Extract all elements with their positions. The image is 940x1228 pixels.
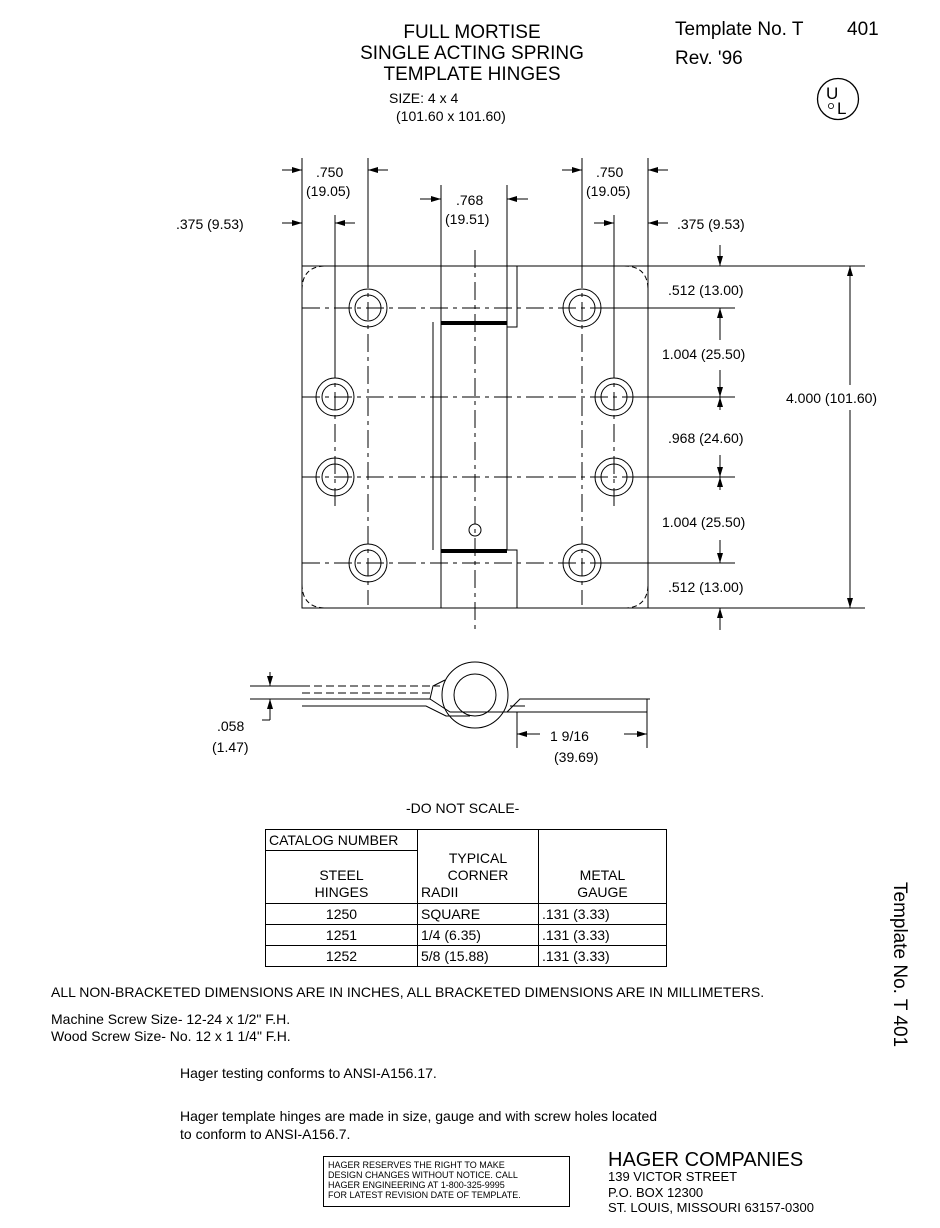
dim-vertical-5: .512 (13.00) xyxy=(668,579,744,595)
dim-left-375: .375 (9.53) xyxy=(176,216,244,232)
company-street: 139 VICTOR STREET xyxy=(608,1169,738,1184)
gauge-cell: .131 (3.33) xyxy=(538,924,667,946)
dim-vertical-1: .512 (13.00) xyxy=(668,282,744,298)
dim-vertical-4: 1.004 (25.50) xyxy=(662,514,746,530)
revision-notice-box: HAGER RESERVES THE RIGHT TO MAKE DESIGN … xyxy=(323,1156,570,1207)
hinge-cell: 1252 xyxy=(265,945,418,967)
company-po-box: P.O. BOX 12300 xyxy=(608,1185,704,1200)
hinge-header-line-1: STEEL xyxy=(319,867,364,883)
side-template-label: Template No. T 401 xyxy=(889,882,910,1048)
wood-screw-note: Wood Screw Size- No. 12 x 1 1/4" F.H. xyxy=(51,1028,291,1044)
dim-right-375: .375 (9.53) xyxy=(677,216,745,232)
template-note-line-2: to conform to ANSI-A156.7. xyxy=(180,1126,351,1142)
title-line-3: TEMPLATE HINGES xyxy=(383,64,561,85)
dim-overall: 4.000 (101.60) xyxy=(786,390,878,406)
template-label: Template No. T xyxy=(675,19,804,40)
gauge-header: METAL GAUGE xyxy=(538,829,667,904)
dim-left-750: .750 xyxy=(316,164,344,180)
gauge-cell: .131 (3.33) xyxy=(538,945,667,967)
dim-left-750-mm: (19.05) xyxy=(306,183,351,199)
company-city: ST. LOUIS, MISSOURI 63157-0300 xyxy=(608,1200,814,1215)
radii-header-line-1: TYPICAL xyxy=(448,850,508,866)
radii-cell: 1/4 (6.35) xyxy=(417,924,539,946)
dim-thickness-mm: (1.47) xyxy=(212,739,249,755)
dim-center-768: .768 xyxy=(456,192,484,208)
hinge-header: STEEL HINGES xyxy=(265,850,418,904)
dim-side: 1 9/16 xyxy=(550,728,589,744)
company-name: HAGER COMPANIES xyxy=(608,1149,804,1171)
notice-line-2: DESIGN CHANGES WITHOUT NOTICE. CALL xyxy=(328,1170,518,1180)
hinge-cell: 1251 xyxy=(265,924,418,946)
svg-text:L: L xyxy=(837,99,846,118)
dim-side-mm: (39.69) xyxy=(554,749,599,765)
radii-header-line-2: CORNER xyxy=(447,867,509,883)
machine-screw-note: Machine Screw Size- 12-24 x 1/2" F.H. xyxy=(51,1011,291,1027)
testing-note: Hager testing conforms to ANSI-A156.17. xyxy=(180,1065,437,1081)
revision-label: Rev. '96 xyxy=(675,48,743,69)
gauge-header-line-2: GAUGE xyxy=(577,884,628,900)
notice-line-1: HAGER RESERVES THE RIGHT TO MAKE xyxy=(328,1160,505,1170)
title-line-2: SINGLE ACTING SPRING xyxy=(360,43,584,64)
dim-vertical-3: .968 (24.60) xyxy=(668,430,744,446)
radii-header: TYPICAL CORNER RADII xyxy=(417,829,539,904)
dim-vertical-2: 1.004 (25.50) xyxy=(662,346,746,362)
size-mm-label: (101.60 x 101.60) xyxy=(396,108,506,124)
ul-logo-icon: U L xyxy=(816,77,860,121)
radii-cell: SQUARE xyxy=(417,903,539,925)
radii-header-line-3: RADII xyxy=(421,884,459,900)
dim-thickness: .058 xyxy=(217,718,245,734)
title-block: FULL MORTISE SINGLE ACTING SPRING TEMPLA… xyxy=(330,22,614,85)
catalog-number-header: CATALOG NUMBER xyxy=(265,829,418,851)
do-not-scale-label: -DO NOT SCALE- xyxy=(406,800,520,816)
dim-right-750-mm: (19.05) xyxy=(586,183,631,199)
size-label: SIZE: 4 x 4 xyxy=(389,90,459,106)
hinge-template-drawing xyxy=(250,158,865,748)
table-row: 1251 1/4 (6.35) .131 (3.33) xyxy=(265,924,667,946)
table-row: 1250 SQUARE .131 (3.33) xyxy=(265,903,667,925)
radii-cell: 5/8 (15.88) xyxy=(417,945,539,967)
gauge-cell: .131 (3.33) xyxy=(538,903,667,925)
notice-line-4: FOR LATEST REVISION DATE OF TEMPLATE. xyxy=(328,1190,521,1200)
gauge-header-line-1: METAL xyxy=(579,867,626,883)
template-number: 401 xyxy=(847,19,879,40)
svg-text:U: U xyxy=(826,84,838,103)
title-line-1: FULL MORTISE xyxy=(403,22,541,43)
dim-center-768-mm: (19.51) xyxy=(445,211,490,227)
spec-table: CATALOG NUMBER TYPICAL CORNER RADII META… xyxy=(265,829,667,967)
hinge-cell: 1250 xyxy=(265,903,418,925)
hinge-header-line-2: HINGES xyxy=(314,884,369,900)
dim-right-750: .750 xyxy=(596,164,624,180)
notice-line-3: HAGER ENGINEERING AT 1-800-325-9995 xyxy=(328,1180,505,1190)
template-note-line-1: Hager template hinges are made in size, … xyxy=(180,1108,658,1124)
units-note: ALL NON-BRACKETED DIMENSIONS ARE IN INCH… xyxy=(51,984,765,1000)
table-row: 1252 5/8 (15.88) .131 (3.33) xyxy=(265,945,667,967)
